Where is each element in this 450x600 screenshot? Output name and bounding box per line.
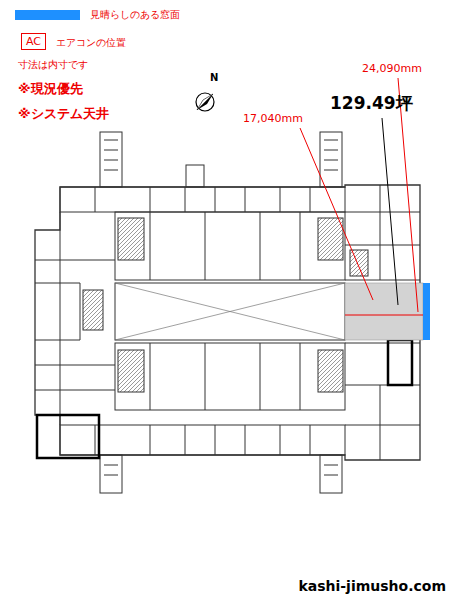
area-label: 129.49坪 xyxy=(330,93,413,113)
watermark: kashi-jimusho.com xyxy=(298,578,446,595)
note: ※現況優先 xyxy=(18,81,83,97)
legend-swatch xyxy=(15,10,80,20)
dimension: 24,090mm xyxy=(362,62,422,75)
note: 寸法は内寸です xyxy=(18,59,88,71)
legend-text: 見晴らしのある窓面 xyxy=(90,9,180,21)
north-label: N xyxy=(210,72,218,84)
view-window xyxy=(423,283,430,340)
north-arrow xyxy=(196,93,214,111)
legend-text: エアコンの位置 xyxy=(56,37,126,49)
note: ※システム天井 xyxy=(18,106,109,122)
legend-sample: AC xyxy=(21,33,46,50)
dimension: 17,040mm xyxy=(243,112,303,125)
